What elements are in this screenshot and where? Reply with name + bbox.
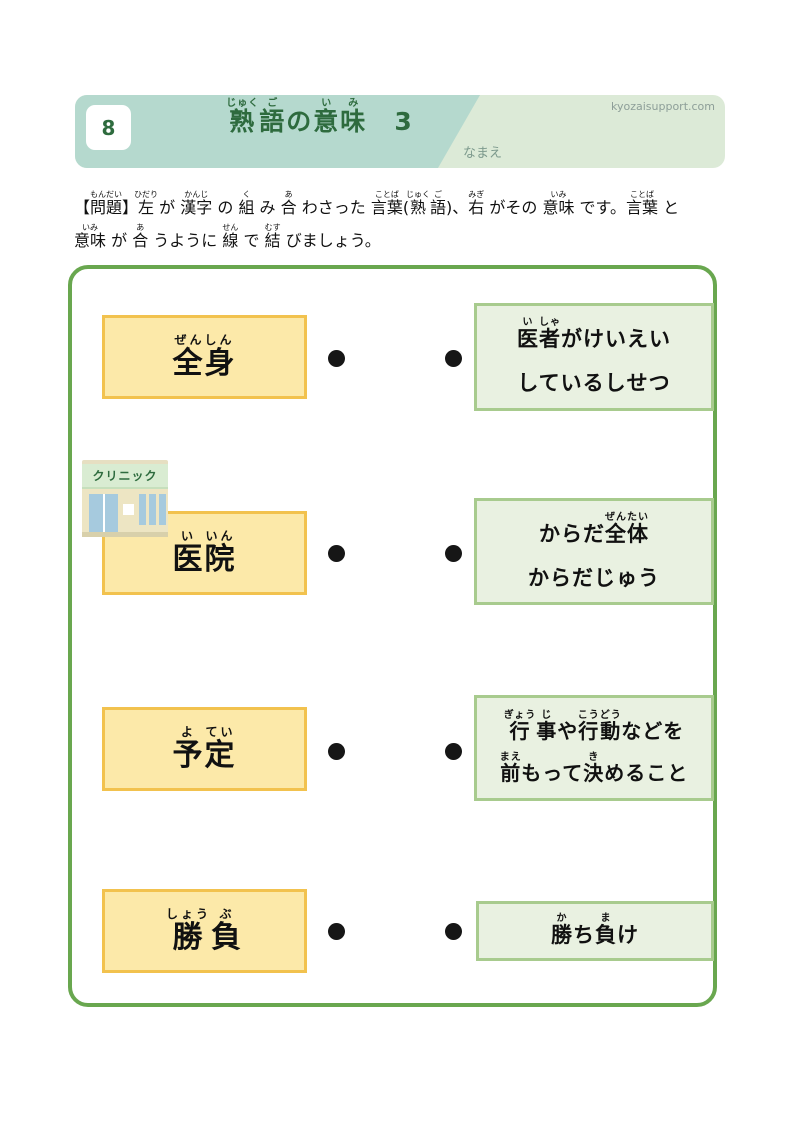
meaning-box-row1: 医い者しゃがけいえい しているしせつ [474,303,714,411]
word-box-yotei: 予よ定てい [102,707,307,791]
meaning-box-row2: からだ全ぜん体たい からだじゅう [474,498,714,605]
word-box-zenshin: 全身ぜんしん [102,315,307,399]
connect-dot-left-row4[interactable] [328,923,345,940]
word-box-zenshin-text: 全身ぜんしん [172,332,237,381]
connect-dot-right-row3[interactable] [445,743,462,760]
page-title: 熟じゅく語ごの意い味み 3 [226,98,414,136]
clinic-window-3 [159,494,166,525]
header-teal-panel [75,95,480,168]
clinic-door-panel-left [89,494,103,537]
meaning-row4-line1: 勝かち負まけ [551,913,639,947]
connect-dot-right-row1[interactable] [445,350,462,367]
clinic-building-illustration: クリニック [82,460,168,537]
name-field-label: なまえ [463,146,503,161]
meaning-box-row3: 行ぎょう事じや行こう動どうなどを 前まえもって決きめること [474,695,714,801]
connect-dot-left-row3[interactable] [328,743,345,760]
clinic-door-sign [123,504,134,515]
word-box-shoubu-text: 勝しょう負ぶ [165,906,243,955]
clinic-window-2 [149,494,156,525]
meaning-row1-line1: 医い者しゃがけいえい [517,317,671,351]
meaning-row2-line1: からだ全ぜん体たい [539,511,649,546]
clinic-sign: クリニック [82,464,168,489]
clinic-door [89,494,118,537]
problem-line-1: 【問題もんだい】左ひだり が 漢字かんじ の 組く み 合あ わさった 言葉こと… [74,190,680,217]
connect-dot-left-row2[interactable] [328,545,345,562]
meaning-box-row4: 勝かち負まけ [476,901,714,961]
problem-statement: 【問題もんだい】左ひだり が 漢字かんじ の 組く み 合あ わさった 言葉こと… [74,190,754,256]
word-box-iin-text: 医い院いん [172,528,237,577]
connect-dot-right-row2[interactable] [445,545,462,562]
meaning-row1-line2: しているしせつ [517,371,671,395]
meaning-row3-line2: 前まえもって決きめること [499,752,689,785]
site-credit: kyozaisupport.com [610,100,715,113]
word-box-shoubu: 勝しょう負ぶ [102,889,307,973]
connect-dot-right-row4[interactable] [445,923,462,940]
connect-dot-left-row1[interactable] [328,350,345,367]
meaning-row3-line1: 行ぎょう事じや行こう動どうなどを [503,710,685,743]
clinic-roof [82,460,168,464]
clinic-wall [82,489,168,537]
problem-line-2: 意味いみ が 合あ うように 線せん で 結むす びましょう。 [74,223,381,250]
word-box-iin: 医い院いん [102,511,307,595]
worksheet-header: 8 熟じゅく語ごの意い味み 3 kyozaisupport.com なまえ [75,95,725,168]
matching-exercise-board: 全身ぜんしん 医い者しゃがけいえい しているしせつ クリニック [68,265,717,1007]
meaning-row2-line2: からだじゅう [528,565,660,590]
clinic-base [82,532,168,537]
word-box-yotei-text: 予よ定てい [172,724,237,773]
clinic-window-1 [139,494,146,525]
clinic-door-panel-right [104,494,118,537]
page-number-badge: 8 [86,105,131,150]
